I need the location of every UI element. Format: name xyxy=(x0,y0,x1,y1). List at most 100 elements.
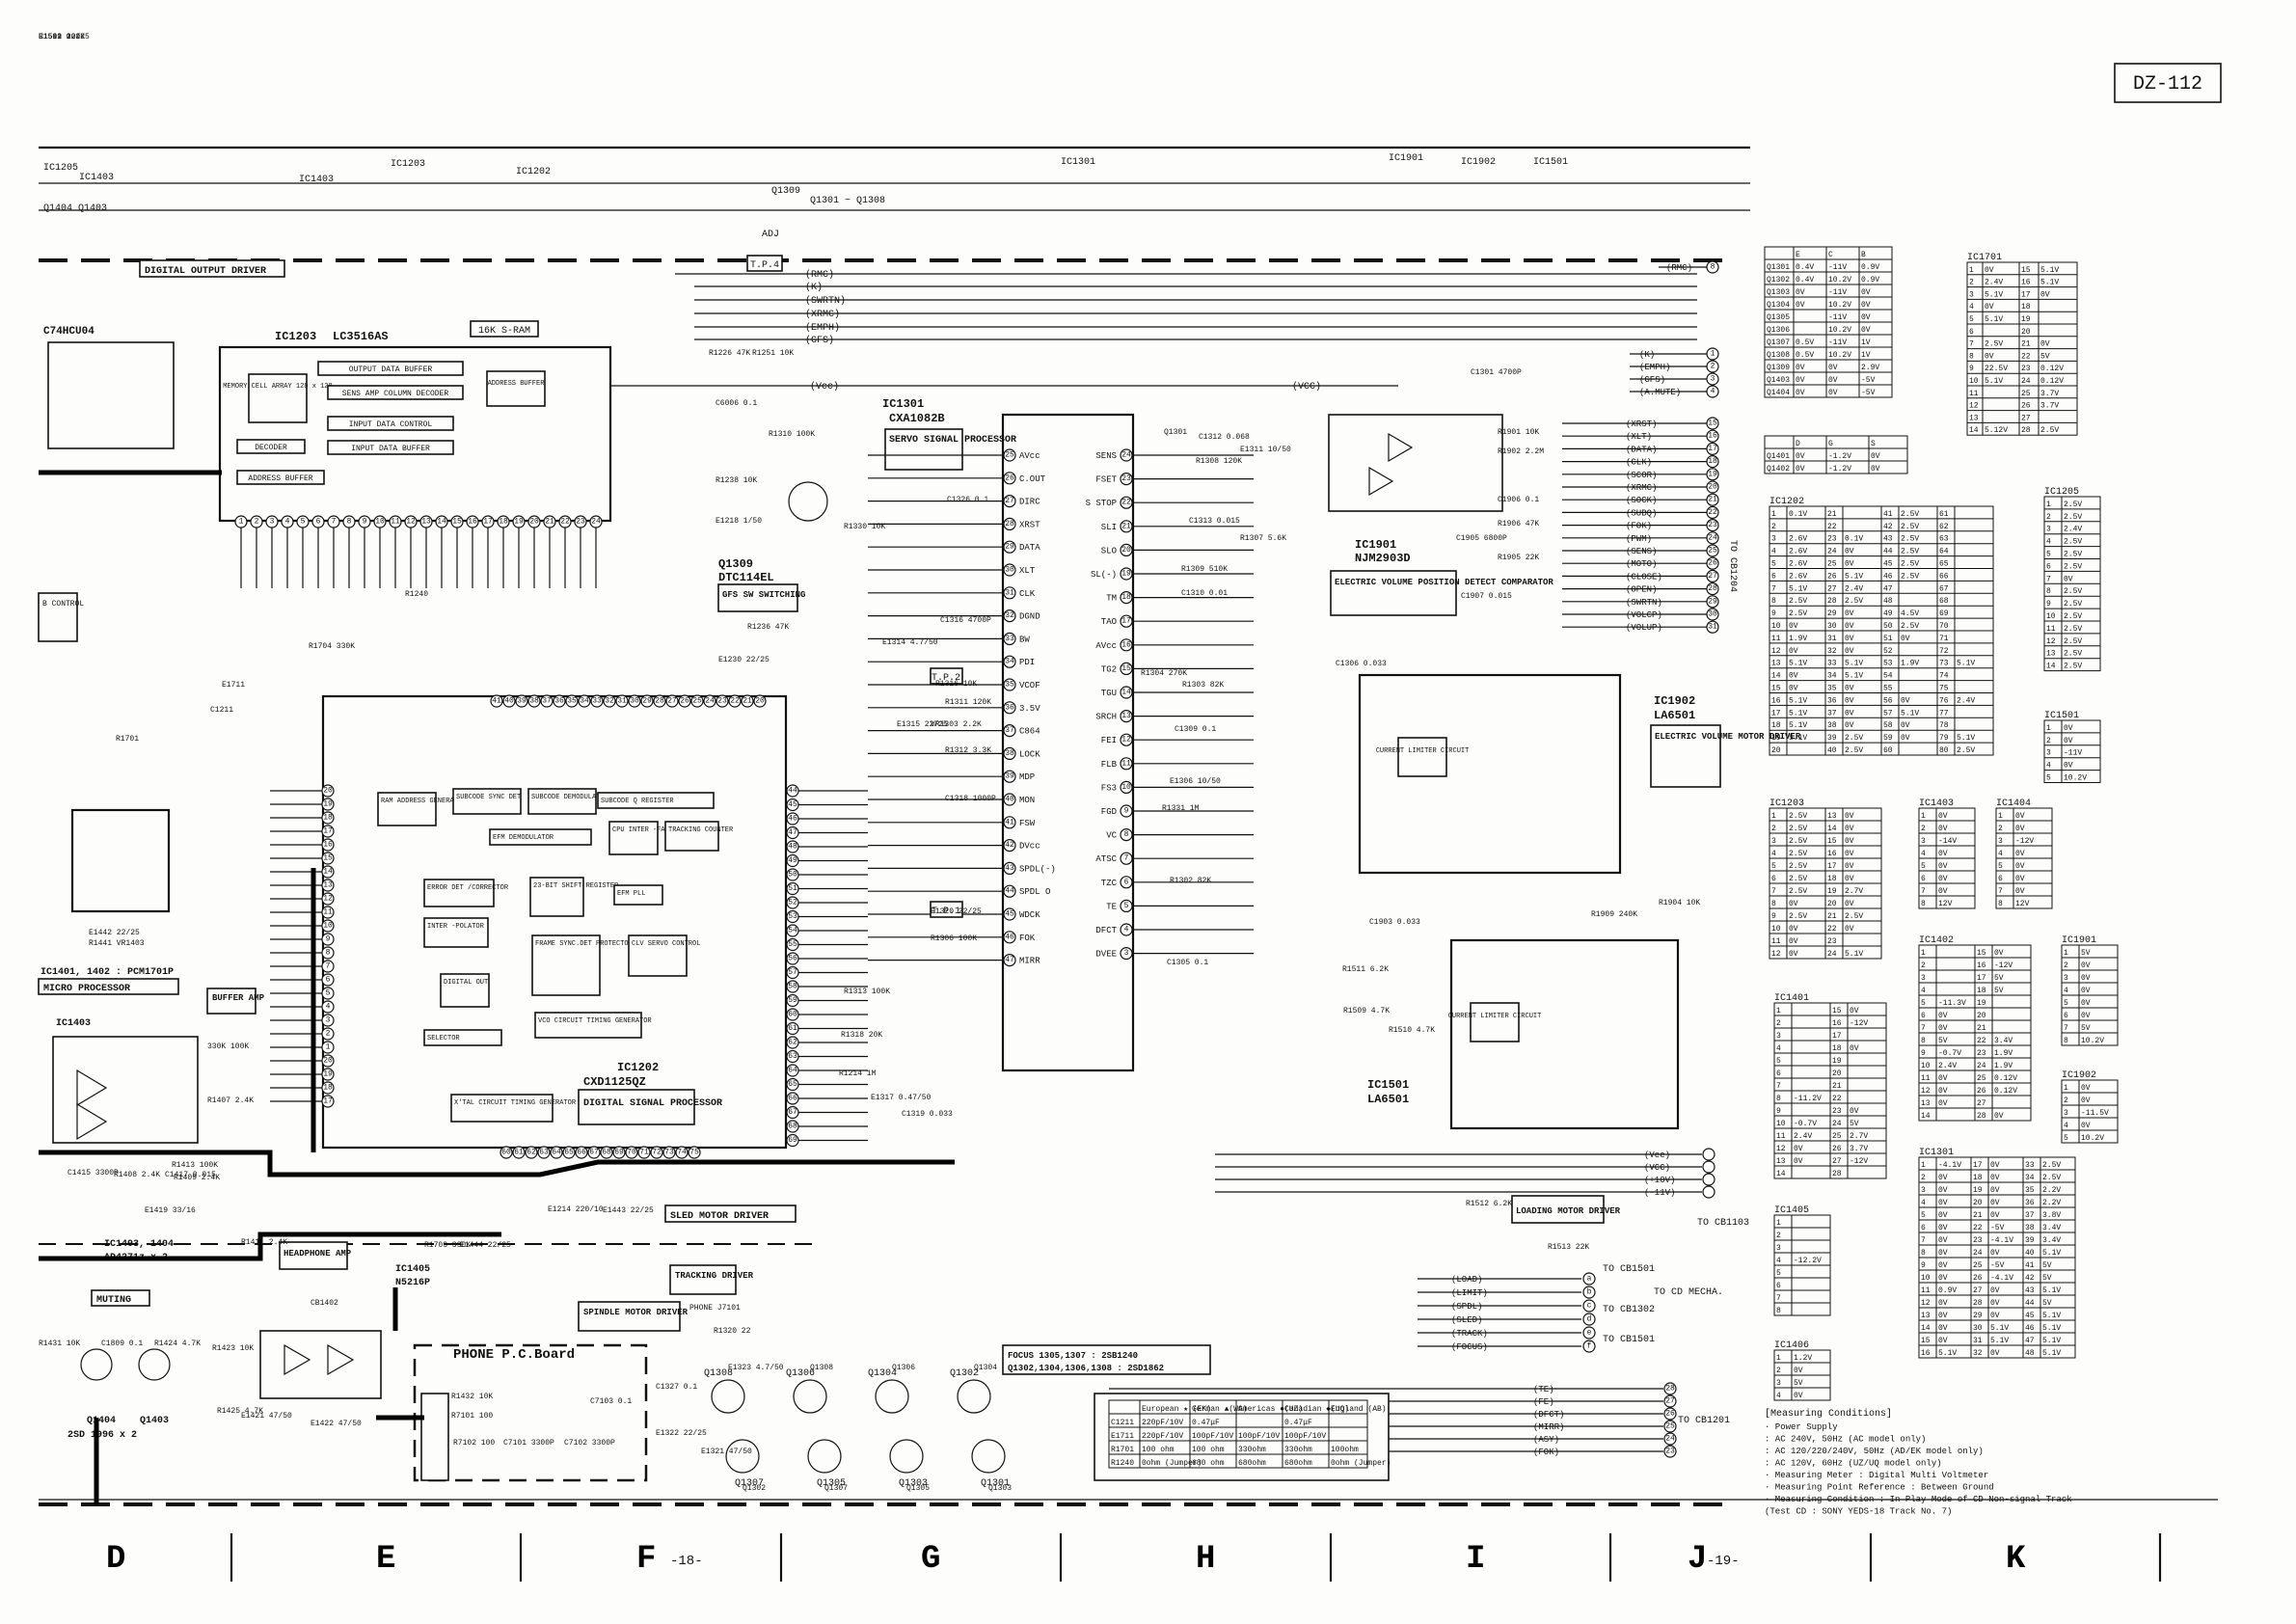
ic1203-table-r1c2: 14 xyxy=(1827,825,1837,833)
cn-pin-24: 24 xyxy=(1706,531,1719,545)
ic1202-table-r17c3: 0V xyxy=(1845,721,1854,730)
ic1301-pin-25: 25 xyxy=(1003,448,1016,462)
component-12: R1316 10K xyxy=(935,680,977,689)
ic1402-table-r12c1: 0V xyxy=(1938,1099,1948,1108)
svg-text:27: 27 xyxy=(667,697,677,706)
ic1202-table-r12c3: 5.1V xyxy=(1845,660,1863,668)
ic1301-pin-label-34: PDI xyxy=(1019,658,1035,667)
svg-text:17: 17 xyxy=(1121,617,1131,626)
ic1301-pin-label-31: CLK xyxy=(1019,589,1036,599)
dsp-block-7 xyxy=(423,879,495,907)
ic1203-pin-24: 24 xyxy=(589,515,603,528)
ic1202-table-r9c4: 50 xyxy=(1883,622,1893,631)
ic1202-right-pin-23: 67 xyxy=(786,1105,799,1120)
ic1301-table-r8c5: 5V xyxy=(2042,1261,2052,1270)
ic1301-table-r7c1: 0V xyxy=(1938,1249,1948,1258)
ic1901-comparator: IC1901 NJM2903D ELECTRIC VOLUME POSITION… xyxy=(1328,414,1553,616)
svg-text:64: 64 xyxy=(552,1149,561,1157)
ic1203-sram-label: 16K S-RAM xyxy=(478,326,530,337)
tr-table-r8c1: 0.5V xyxy=(1796,351,1814,360)
ic1701-table-r5c0: 6 xyxy=(1969,328,1974,337)
ic1401-table-r8c2: 23 xyxy=(1832,1107,1842,1116)
ic1202-table-r9c5: 2.5V xyxy=(1901,622,1919,631)
ic1202-table-r18c6: 79 xyxy=(1939,734,1949,743)
ic1202-bottom-pin-6: 66 xyxy=(575,1146,588,1159)
dsp-block-label-1: SUBCODE SYNC DET xyxy=(456,794,521,801)
ic1301-pin-33: 33 xyxy=(1003,632,1016,646)
ic1202-bottom-pin-12: 72 xyxy=(650,1146,663,1159)
ic1406-table-r0c0: 1 xyxy=(1776,1354,1781,1363)
ic1202-table-r4c5: 2.5V xyxy=(1901,560,1919,569)
ic1701-table-r13c3: 2.5V xyxy=(2040,426,2059,435)
ic1203-pin-11: 11 xyxy=(389,515,402,528)
ic1202-table-r15c1: 5.1V xyxy=(1789,696,1807,705)
header-ic-11: Q1301 ~ Q1308 xyxy=(810,196,885,206)
ic1405-table-r3c0: 4 xyxy=(1776,1257,1781,1265)
right-signal-label-1: (K) xyxy=(1639,350,1655,360)
ic1902-table-r3c0: 4 xyxy=(2064,1122,2068,1130)
ic1203-table-r5c3: 0V xyxy=(1845,875,1854,883)
ic1301-pin-37: 37 xyxy=(1003,723,1016,738)
q-part: 2SD 1996 x 2 xyxy=(68,1430,137,1441)
ic1301-table-r15c1: 5.1V xyxy=(1938,1349,1957,1358)
ic1205-table-r0c0: 1 xyxy=(2046,501,2051,509)
svg-text:20: 20 xyxy=(529,518,539,527)
conditions-line-7: (Test CD : SONY YEDS-18 Track No. 7) xyxy=(1765,1507,1952,1517)
ic1401-table-r7c1: -11.2V xyxy=(1794,1095,1822,1103)
svg-text:21: 21 xyxy=(1708,496,1717,504)
ic1202-table-r6c0: 7 xyxy=(1771,584,1776,593)
ic1202-table-r4c0: 5 xyxy=(1771,560,1776,569)
left-side: DIGITAL OUTPUT DRIVER C74HCU04 B CONTROL… xyxy=(38,259,955,1504)
ic1402-table-r5c2: 20 xyxy=(1977,1012,1986,1020)
component-30: E1442 22/25 xyxy=(89,929,140,937)
ic1301-table-r3c4: 36 xyxy=(2025,1199,2035,1207)
ic1301-table-r15c0: 16 xyxy=(1921,1349,1931,1358)
page-number-18: -18- xyxy=(670,1554,703,1569)
ic1205-table-r12c0: 13 xyxy=(2046,650,2056,659)
right-signal-label-2: (EMPH) xyxy=(1639,363,1670,372)
ic1205-table-r1c1: 2.5V xyxy=(2064,513,2082,522)
ic1405-table-r4c0: 5 xyxy=(1776,1269,1781,1278)
ic1205-table-r13c1: 2.5V xyxy=(2064,663,2082,671)
cn-pin-30: 30 xyxy=(1706,608,1719,621)
svg-text:18: 18 xyxy=(323,1084,333,1093)
right-signal-pin-1: 1 xyxy=(1706,347,1719,361)
svg-text:5: 5 xyxy=(1124,902,1129,910)
dsp-block-3 xyxy=(597,792,715,809)
ic1301-pin-43: 43 xyxy=(1003,861,1016,876)
ic1202-table-r7c1: 2.5V xyxy=(1789,597,1807,606)
ic1701-table-r1c2: 16 xyxy=(2021,279,2031,287)
ic1301-pin-label-22: S STOP xyxy=(1086,499,1117,508)
component-61: C1327 0.1 xyxy=(656,1383,697,1392)
ic1301-table-r14c3: 5.1V xyxy=(1990,1337,2009,1345)
ic1203-table-r4c1: 2.5V xyxy=(1789,862,1807,871)
bottom-signal-0: (TE) xyxy=(1533,1385,1554,1394)
ic1202-bottom-pin-1: 61 xyxy=(512,1146,526,1159)
ic1301-pin-29: 29 xyxy=(1003,540,1016,554)
zone-I: I xyxy=(1466,1541,1485,1578)
svg-text:4: 4 xyxy=(326,1003,331,1012)
ic1301-title: SERVO SIGNAL PROCESSOR xyxy=(889,435,1016,446)
ic1301-table-r5c3: -5V xyxy=(1990,1224,2005,1232)
ic1301-table-r5c4: 38 xyxy=(2025,1224,2035,1232)
muting: MUTING xyxy=(96,1295,131,1306)
dsp-block-label-16: X'TAL CIRCUIT TIMING GENERATOR xyxy=(454,1099,577,1107)
ic1301-pin-label-36: 3.5V xyxy=(1019,704,1040,714)
component-65: Q1308 xyxy=(810,1364,833,1372)
ic1401-table-r3c0: 4 xyxy=(1776,1044,1781,1053)
ic1301-table-r9c3: -4.1V xyxy=(1990,1274,2013,1283)
region-r2c4: 100pF/10V xyxy=(1284,1432,1326,1441)
ic1301-table-r4c1: 0V xyxy=(1938,1211,1948,1220)
ic1701-table-r1c1: 2.4V xyxy=(1985,279,2003,287)
component-67: Q1304 xyxy=(974,1364,997,1372)
ic1901-table-r4c1: 0V xyxy=(2081,999,2091,1008)
ic1401-table-r13c2: 28 xyxy=(1832,1170,1842,1178)
ic1404-table-r4c0: 5 xyxy=(1998,862,2003,871)
component-22: R1214 1M xyxy=(839,1069,877,1078)
svg-text:30: 30 xyxy=(630,697,639,706)
ic1701-table-r12c2: 27 xyxy=(2021,414,2031,422)
tr-table-r10c3: -5V xyxy=(1861,376,1876,385)
transistor-Q1306 xyxy=(793,1379,827,1414)
ic1301-pin-label-18: TM xyxy=(1106,594,1117,604)
